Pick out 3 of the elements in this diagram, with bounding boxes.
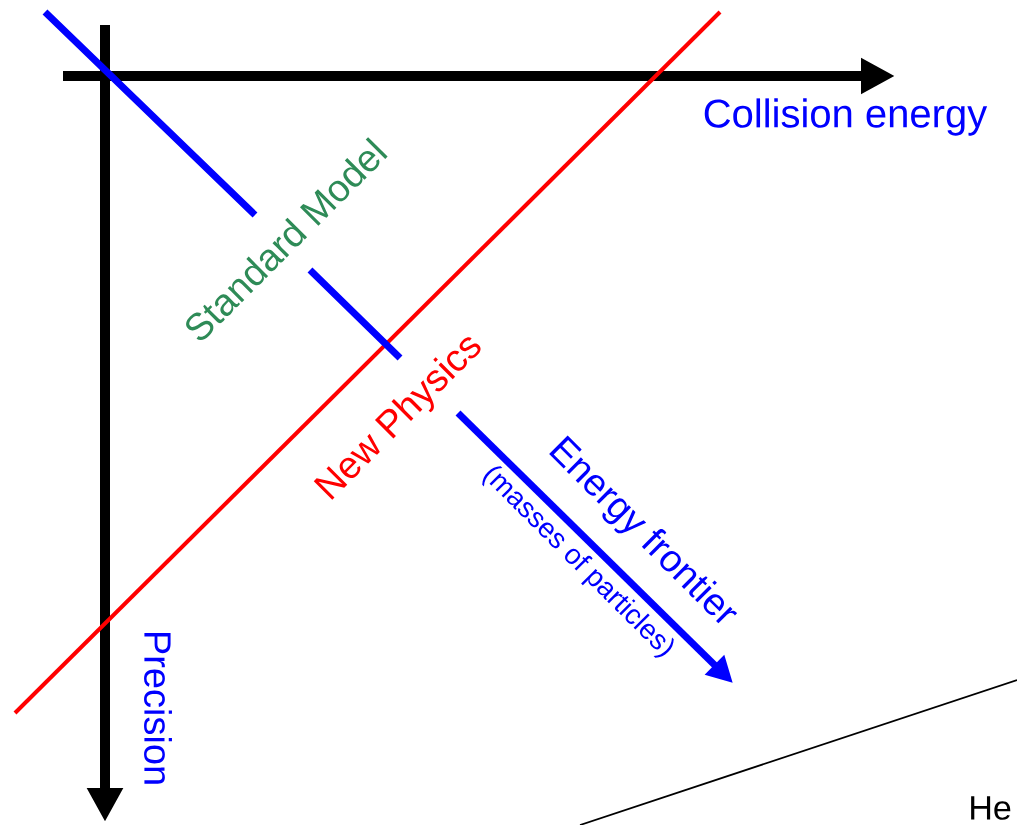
axis-label: Precision (144, 633, 172, 784)
axis-label: Collision energy (704, 98, 988, 136)
axis-label: He (971, 796, 1011, 820)
